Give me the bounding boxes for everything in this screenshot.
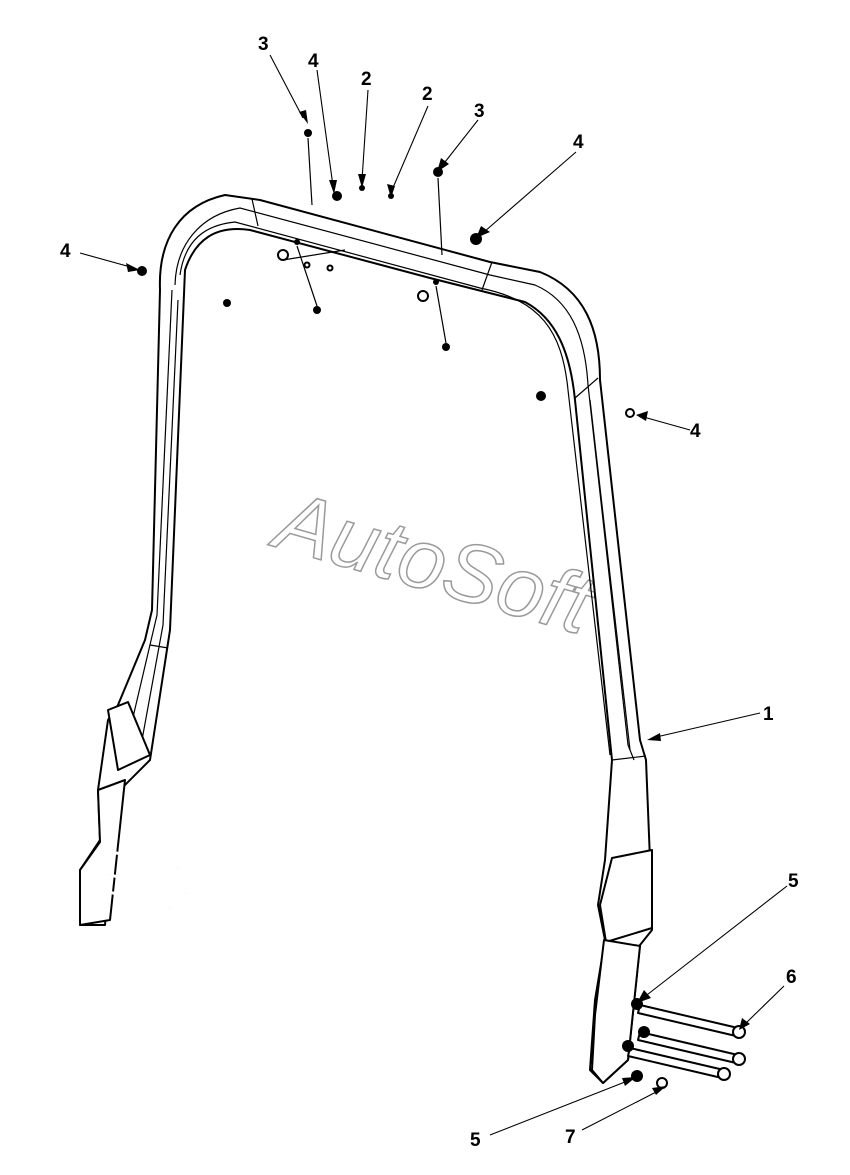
callout-2a: 2 <box>361 69 372 90</box>
seam-right-lower <box>611 755 647 761</box>
seam-top-left <box>251 198 259 227</box>
frame-edge-outer <box>174 207 635 761</box>
callout-4c: 4 <box>60 241 71 262</box>
frame-outline <box>79 194 653 1084</box>
callout-3b: 3 <box>474 101 485 122</box>
callout-4d: 4 <box>690 421 701 442</box>
seam-right-upper <box>574 377 599 399</box>
left-leg-edge-b <box>141 299 179 741</box>
callout-3a: 3 <box>258 34 269 55</box>
callout-4a: 4 <box>308 51 319 72</box>
left-bolts <box>93 848 187 910</box>
callout-4b: 4 <box>573 132 584 153</box>
top-hardware <box>137 129 635 418</box>
callout-labels: 3 4 2 2 3 4 4 4 1 5 6 5 7 <box>60 34 799 1151</box>
seam-left-lower <box>149 644 169 649</box>
seam-top-right <box>481 261 493 291</box>
washer-5b <box>631 1070 643 1082</box>
callout-5b: 5 <box>470 1130 481 1151</box>
left-gusset <box>107 701 151 771</box>
callout-1: 1 <box>763 704 774 725</box>
roll-bar-frame <box>79 194 653 1084</box>
right-mount-plate <box>591 939 641 1084</box>
left-mount-plate <box>79 779 126 926</box>
right-leg-edge <box>589 399 631 751</box>
frame-edge-inner <box>179 221 611 756</box>
callout-5a: 5 <box>788 871 799 892</box>
right-bolts <box>622 998 746 1089</box>
right-gusset <box>599 849 653 943</box>
leader-lines <box>79 54 788 1136</box>
callout-2b: 2 <box>422 84 433 105</box>
watermark-text: AutoSoft <box>262 471 606 653</box>
callout-7: 7 <box>565 1127 576 1148</box>
nut-7 <box>656 1077 668 1089</box>
left-leg-edge-a <box>129 289 173 731</box>
callout-6: 6 <box>786 967 797 988</box>
